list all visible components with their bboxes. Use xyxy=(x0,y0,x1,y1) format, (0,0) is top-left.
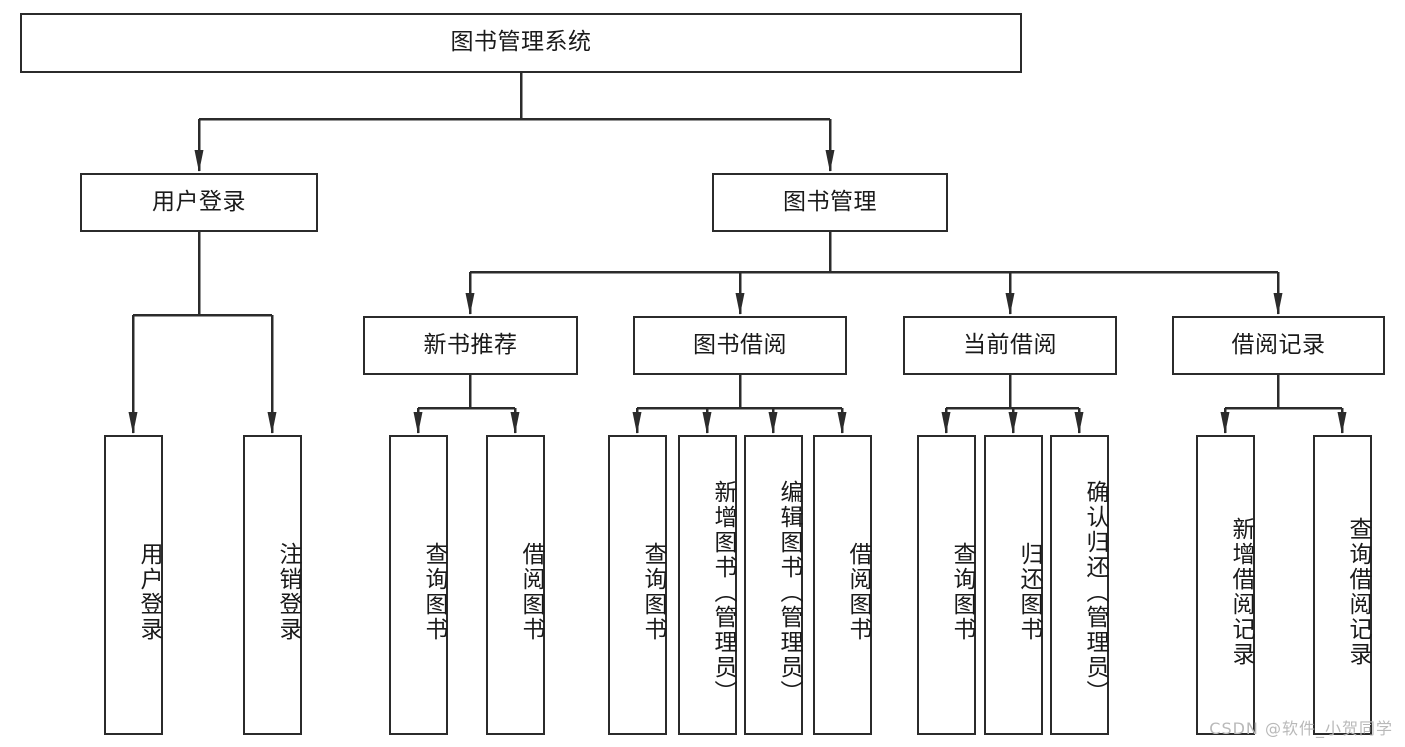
node-label: 新书推荐 xyxy=(423,331,518,358)
edge-arrowhead xyxy=(702,412,712,434)
node-leaf-user-logout[interactable]: 注销登录 xyxy=(243,435,302,735)
edge-arrowhead xyxy=(768,412,778,434)
node-label: 查询图书 xyxy=(949,542,975,642)
node-leaf-query-book-1[interactable]: 查询图书 xyxy=(389,435,448,735)
edge-arrowhead xyxy=(194,150,204,172)
edge-arrowhead xyxy=(465,293,475,315)
node-label: 新增借阅记录 xyxy=(1228,517,1254,667)
edge-arrowhead xyxy=(632,412,642,434)
node-label: 借阅记录 xyxy=(1231,331,1326,358)
node-label: 新增图书（管理员） xyxy=(710,479,736,705)
edge-arrowhead xyxy=(825,150,835,172)
node-leaf-add-record[interactable]: 新增借阅记录 xyxy=(1196,435,1255,735)
node-leaf-borrow-book-1[interactable]: 借阅图书 xyxy=(486,435,545,735)
node-user-login[interactable]: 用户登录 xyxy=(80,173,318,232)
node-label: 当前借阅 xyxy=(963,331,1057,358)
edge-arrowhead xyxy=(1008,412,1018,434)
node-label: 确认归还（管理员） xyxy=(1082,479,1108,705)
node-label: 注销登录 xyxy=(275,542,301,642)
node-borrow-record[interactable]: 借阅记录 xyxy=(1172,316,1385,375)
node-leaf-query-record[interactable]: 查询借阅记录 xyxy=(1313,435,1372,735)
edge-arrowhead xyxy=(1337,412,1347,434)
node-label: 图书管理系统 xyxy=(450,29,592,56)
node-new-book-rec[interactable]: 新书推荐 xyxy=(363,316,578,375)
node-label: 借阅图书 xyxy=(518,542,544,642)
node-leaf-confirm-return[interactable]: 确认归还（管理员） xyxy=(1050,435,1109,735)
edge-arrowhead xyxy=(1273,293,1283,315)
edge-arrowhead xyxy=(128,412,138,434)
node-book-manage[interactable]: 图书管理 xyxy=(712,173,948,232)
node-label: 借阅图书 xyxy=(845,542,871,642)
edge-arrowhead xyxy=(413,412,423,434)
node-label: 查询图书 xyxy=(640,542,666,642)
watermark-label: CSDN @软件_小贺同学 xyxy=(1209,719,1393,738)
node-current-borrow[interactable]: 当前借阅 xyxy=(903,316,1117,375)
edge-arrowhead xyxy=(735,293,745,315)
node-leaf-query-book-2[interactable]: 查询图书 xyxy=(608,435,667,735)
node-leaf-borrow-book-2[interactable]: 借阅图书 xyxy=(813,435,872,735)
node-label: 编辑图书（管理员） xyxy=(776,479,802,705)
node-book-borrow[interactable]: 图书借阅 xyxy=(633,316,847,375)
edge-arrowhead xyxy=(510,412,520,434)
node-label: 图书借阅 xyxy=(693,331,787,358)
node-label: 查询图书 xyxy=(421,542,447,642)
node-label: 图书管理 xyxy=(783,188,877,215)
node-leaf-add-book[interactable]: 新增图书（管理员） xyxy=(678,435,737,735)
edge-arrowhead xyxy=(837,412,847,434)
node-leaf-query-book-3[interactable]: 查询图书 xyxy=(917,435,976,735)
edge-arrowhead xyxy=(1074,412,1084,434)
node-leaf-edit-book[interactable]: 编辑图书（管理员） xyxy=(744,435,803,735)
node-label: 查询借阅记录 xyxy=(1345,517,1371,667)
node-label: 归还图书 xyxy=(1016,542,1042,642)
node-label: 用户登录 xyxy=(136,542,162,642)
node-root[interactable]: 图书管理系统 xyxy=(20,13,1022,73)
edge-arrowhead xyxy=(1005,293,1015,315)
edge-arrowhead xyxy=(267,412,277,434)
edge-arrowhead xyxy=(1220,412,1230,434)
node-leaf-return-book[interactable]: 归还图书 xyxy=(984,435,1043,735)
node-leaf-user-login[interactable]: 用户登录 xyxy=(104,435,163,735)
node-label: 用户登录 xyxy=(152,188,246,215)
edge-arrowhead xyxy=(941,412,951,434)
